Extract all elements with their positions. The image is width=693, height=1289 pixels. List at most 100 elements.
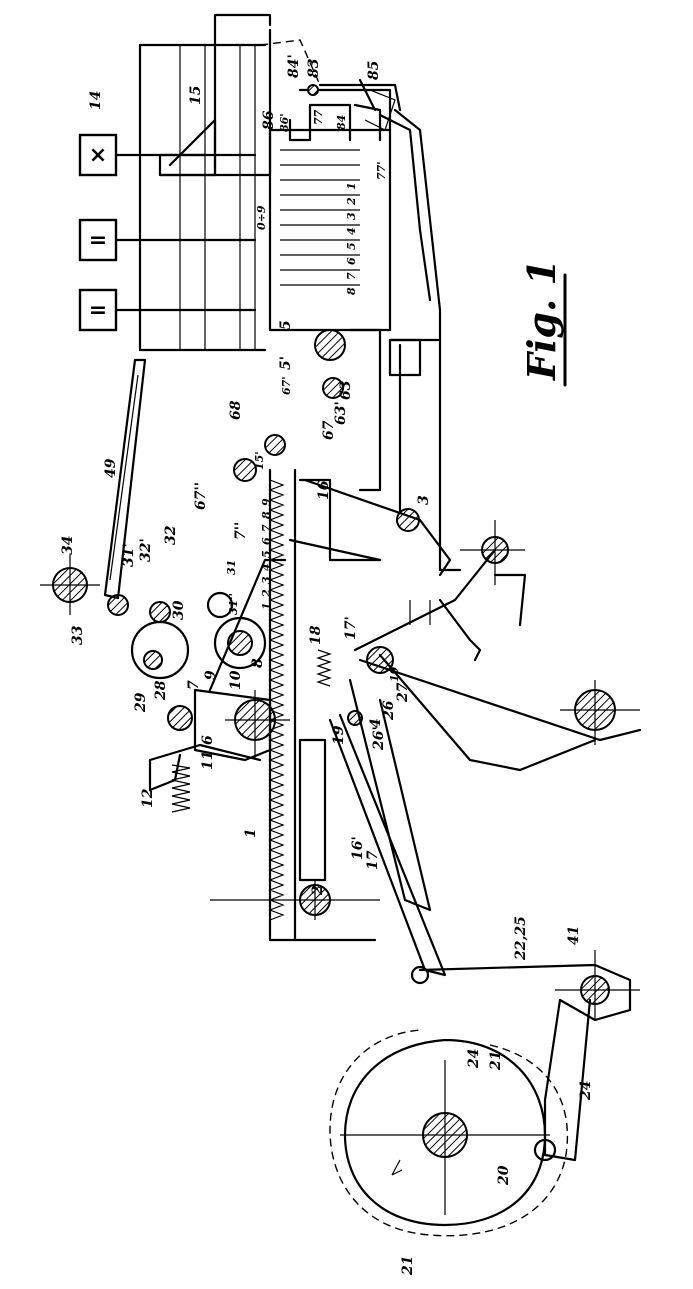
stop-digit-scale: 0÷9 1 2 3 4 5 6 7 8 xyxy=(255,182,358,295)
label-31: 31 xyxy=(225,560,238,575)
label-63: 63 xyxy=(338,380,354,400)
spring-18 xyxy=(316,649,332,687)
rack-digit: 8 xyxy=(260,511,273,519)
label-16p: 16' xyxy=(350,836,366,860)
stop-digit: 7 xyxy=(345,272,358,280)
label-3: 3 xyxy=(416,495,432,505)
label-49: 49 xyxy=(103,458,119,478)
label-16: 16 xyxy=(316,480,332,500)
shaft-17p xyxy=(366,646,394,674)
label-6: 6 xyxy=(200,735,216,745)
rack-1 xyxy=(268,468,382,942)
label-77p: 77' xyxy=(375,161,388,180)
label-83: 83 xyxy=(306,58,322,78)
center-lines xyxy=(40,520,640,1215)
rack-digit: 7 xyxy=(260,524,273,532)
stop-digit: 4 xyxy=(345,227,358,235)
cam-20 xyxy=(329,1029,569,1237)
label-67pp: 67'' xyxy=(193,482,209,510)
label-7pp: 7'' xyxy=(233,522,249,540)
label-21b: 21 xyxy=(400,1256,416,1276)
label-27: 27 xyxy=(395,682,411,703)
linkage xyxy=(288,478,642,1162)
stop-digit: 0÷9 xyxy=(255,205,268,230)
shaft-30 xyxy=(149,601,171,623)
shaft-10 xyxy=(227,630,253,656)
shaft-28 xyxy=(143,650,163,670)
label-18: 18 xyxy=(308,625,324,645)
label-24b: 24 xyxy=(578,1081,594,1101)
rack-digit: 2 xyxy=(260,589,273,598)
label-7: 7 xyxy=(186,680,202,690)
label-84p: 84' xyxy=(286,54,302,78)
label-17p: 17' xyxy=(343,616,359,640)
label-77: 77 xyxy=(312,109,325,125)
spring-49 xyxy=(103,358,147,600)
label-5: 5 xyxy=(278,320,294,330)
stop-digit: 2 xyxy=(345,197,358,206)
label-11: 11 xyxy=(200,751,216,770)
label-24a: 24 xyxy=(466,1049,482,1069)
rack-digit: 6 xyxy=(260,537,273,545)
shaft-63 xyxy=(322,377,344,399)
label-28: 28 xyxy=(153,680,169,701)
label-41: 41 xyxy=(566,926,582,945)
label-86p: 86' xyxy=(278,113,291,132)
label-12: 12 xyxy=(140,788,156,808)
labels: 14 15 86 86' 84' 83 85 77 84 77' 5 5' 67… xyxy=(60,54,594,1276)
label-26p: 26' xyxy=(371,726,387,751)
shaft-15p xyxy=(264,434,286,456)
spring-11 xyxy=(171,764,191,813)
figure-caption: Fig. 1 xyxy=(519,259,567,387)
label-31p: 31' xyxy=(121,543,137,567)
figure-caption-text: Fig. 1 xyxy=(519,259,564,381)
rack-digit-scale: 1 2 3 4 5 6 7 8 9 xyxy=(260,498,273,610)
stop-digit: 5 xyxy=(345,242,358,250)
label-4: 4 xyxy=(368,718,384,728)
key-equals-2-symbol: = xyxy=(89,298,107,323)
label-34: 34 xyxy=(60,536,76,555)
shaft-29 xyxy=(167,705,193,731)
top-right-mechanism xyxy=(288,78,396,142)
label-5p: 5' xyxy=(278,356,294,370)
shaft-5 xyxy=(314,329,346,361)
label-33: 33 xyxy=(70,625,86,645)
key-equals-2[interactable]: = xyxy=(78,288,257,332)
shaft-68 xyxy=(233,458,257,482)
label-19: 19 xyxy=(388,666,401,682)
gear-sector xyxy=(130,558,287,792)
label-2: 2 xyxy=(310,885,326,896)
label-79: 19 xyxy=(331,725,347,745)
stop-digit: 6 xyxy=(345,257,358,265)
label-8: 8 xyxy=(250,658,266,668)
rack-digit: 1 xyxy=(260,602,273,610)
label-86: 86 xyxy=(261,110,277,130)
rack-digit: 5 xyxy=(260,550,273,558)
label-14: 14 xyxy=(88,91,104,110)
label-30: 30 xyxy=(171,600,187,620)
label-29: 29 xyxy=(133,692,149,713)
key-equals-1[interactable]: = xyxy=(78,218,257,262)
key-multiply[interactable]: × xyxy=(78,133,257,177)
key-equals-1-symbol: = xyxy=(89,228,107,253)
label-63p: 63' xyxy=(333,401,349,425)
stop-digit: 3 xyxy=(345,212,358,220)
label-84: 84 xyxy=(335,115,348,130)
rack-digit: 4 xyxy=(260,563,273,571)
label-32p: 32' xyxy=(138,538,154,562)
label-17: 17 xyxy=(365,850,381,870)
label-9: 9 xyxy=(203,670,219,680)
label-67: 67 xyxy=(321,420,337,440)
key-multiply-symbol: × xyxy=(89,143,107,168)
label-21a: 21 xyxy=(488,1051,504,1071)
label-20: 20 xyxy=(496,1165,512,1186)
shaft-83 xyxy=(307,84,319,96)
stop-digit: 1 xyxy=(345,182,358,190)
label-1: 1 xyxy=(243,828,259,838)
rack-digit: 9 xyxy=(260,498,273,506)
label-67p: 67' xyxy=(280,376,293,395)
stop-digit: 8 xyxy=(345,287,358,295)
label-32: 32 xyxy=(163,525,179,545)
label-15p: 15' xyxy=(253,451,266,470)
